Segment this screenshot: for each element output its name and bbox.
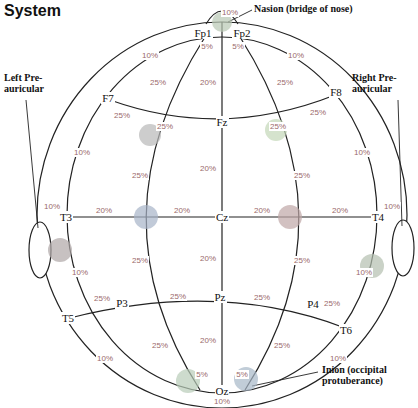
- distance-label: 20%: [199, 164, 217, 173]
- distance-label: 10%: [213, 397, 231, 406]
- distance-label: 5%: [235, 370, 249, 379]
- distance-label: 10%: [71, 268, 89, 277]
- distance-label: 5%: [231, 42, 245, 51]
- distance-label: 5%: [200, 42, 214, 51]
- electrode-dot: [278, 205, 302, 229]
- distance-label: 25%: [276, 78, 294, 87]
- distance-label: 25%: [131, 256, 149, 265]
- leader-line: [252, 372, 318, 386]
- electrode-label: T4: [371, 211, 385, 223]
- distance-label: 25%: [253, 293, 271, 302]
- electrode-dot: [265, 119, 287, 141]
- distance-label: 25%: [273, 341, 291, 350]
- distance-label: 10%: [221, 8, 239, 17]
- distance-label: 25%: [323, 299, 341, 308]
- electrode-label: Oz: [215, 385, 230, 397]
- distance-label: 25%: [156, 122, 174, 131]
- distance-label: 5%: [195, 370, 209, 379]
- electrode-label: P3: [115, 297, 129, 309]
- distance-label: 10%: [141, 51, 159, 60]
- distance-label: 25%: [113, 111, 131, 120]
- distance-label: 25%: [149, 78, 167, 87]
- electrode-label: T6: [339, 324, 353, 336]
- distance-label: 20%: [199, 336, 217, 345]
- landmark-label: Inion (occipital protuberance): [322, 364, 414, 386]
- electrode-dot: [134, 205, 158, 229]
- distance-label: 10%: [355, 268, 373, 277]
- left-ear: [29, 222, 51, 278]
- distance-label: 25%: [309, 108, 327, 117]
- distance-label: 25%: [293, 171, 311, 180]
- electrode-label: Fp1: [193, 27, 212, 39]
- electrode-label: Fp2: [232, 27, 251, 39]
- distance-label: 20%: [253, 206, 271, 215]
- landmark-label: Right Pre-auricular: [352, 72, 416, 94]
- distance-label: 25%: [131, 171, 149, 180]
- electrode-label: F7: [101, 92, 115, 104]
- diagram-title: System: [4, 2, 61, 20]
- distance-label: 20%: [95, 206, 113, 215]
- electrode-label: P4: [306, 298, 320, 310]
- electrode-label: Fz: [216, 116, 229, 128]
- electrode-label: T3: [59, 211, 73, 223]
- distance-label: 10%: [353, 148, 371, 157]
- midline: [221, 22, 222, 395]
- distance-label: 10%: [43, 202, 61, 211]
- electrode-label: Cz: [215, 211, 229, 223]
- distance-label: 25%: [93, 294, 111, 303]
- distance-label: 20%: [331, 206, 349, 215]
- distance-label: 20%: [199, 254, 217, 263]
- distance-label: 10%: [329, 354, 347, 363]
- leader-line: [26, 100, 38, 228]
- electrode-label: T5: [61, 312, 75, 324]
- distance-label: 25%: [293, 256, 311, 265]
- distance-label: 25%: [151, 341, 169, 350]
- distance-label: 25%: [169, 292, 187, 301]
- parietal-line: [70, 301, 345, 328]
- distance-label: 10%: [73, 148, 91, 157]
- distance-label: 25%: [269, 122, 287, 131]
- landmark-label: Left Pre-auricular: [4, 72, 74, 94]
- distance-label: 20%: [199, 78, 217, 87]
- distance-label: 10%: [383, 202, 401, 211]
- electrode-dot: [234, 367, 258, 391]
- electrode-label: Pz: [214, 291, 227, 303]
- electrode-label: F8: [329, 86, 343, 98]
- distance-label: 20%: [173, 206, 191, 215]
- right-ear: [392, 220, 414, 276]
- distance-label: 10%: [287, 51, 305, 60]
- distance-label: 10%: [96, 354, 114, 363]
- head-outline: [37, 22, 407, 408]
- electrode-dot: [48, 238, 72, 262]
- landmark-label: Nasion (bridge of nose): [254, 3, 414, 14]
